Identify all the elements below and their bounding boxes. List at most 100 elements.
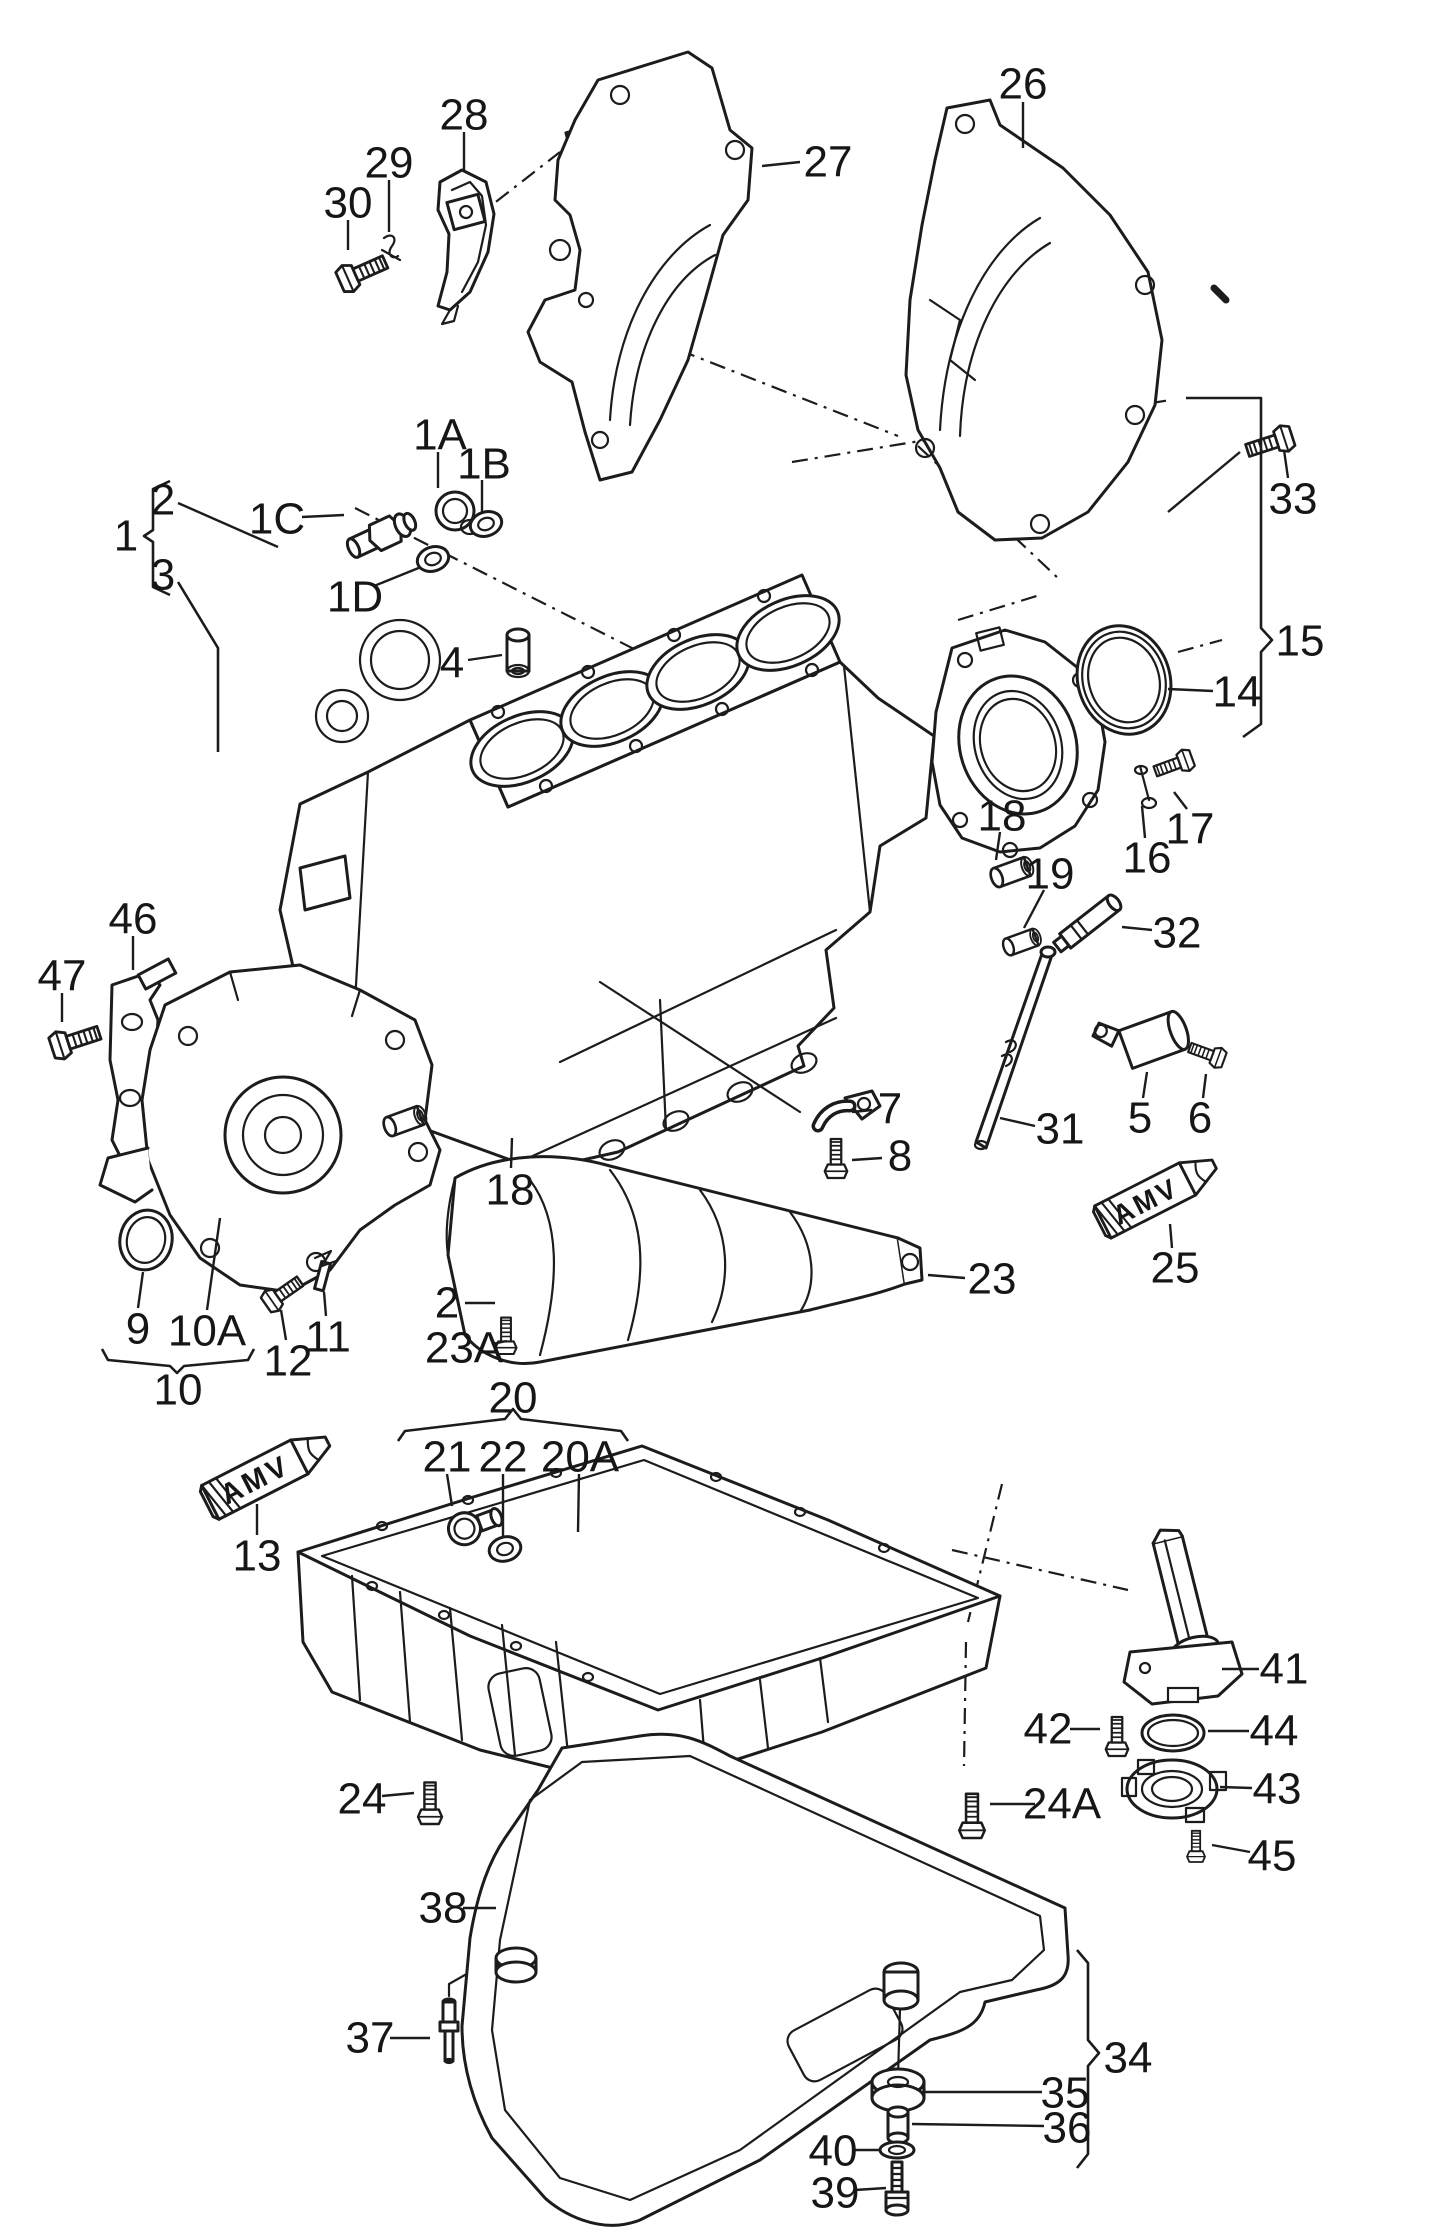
bolt-47 xyxy=(46,1017,105,1063)
leader-line-32 xyxy=(1121,925,1153,932)
leader-line-23A xyxy=(491,1339,508,1346)
bolt-8 xyxy=(823,1137,849,1180)
sensor-cover-43 xyxy=(1120,1758,1228,1824)
plug-1C xyxy=(345,511,418,559)
seal-washer-1D xyxy=(412,541,454,577)
part-label-13: 13 xyxy=(233,1532,282,1581)
part-label-10A: 10A xyxy=(168,1307,247,1356)
spacer-sleeve-36 xyxy=(886,2105,910,2145)
leader-line-17 xyxy=(1173,791,1188,810)
bolt-24 xyxy=(416,1781,444,1826)
part-label-9: 9 xyxy=(126,1305,150,1354)
screw-plug-32 xyxy=(1052,893,1123,954)
leader-line-14 xyxy=(1167,687,1214,693)
leader-line-5 xyxy=(1141,1071,1149,1099)
callout-brackets xyxy=(100,396,1274,2169)
o-ring-44 xyxy=(1140,1713,1206,1753)
part-label-21: 21 xyxy=(423,1433,472,1482)
leader-line-10A xyxy=(205,1217,222,1311)
part-label-1C: 1C xyxy=(249,495,305,544)
leader-line-9 xyxy=(136,1271,145,1309)
leader-line-20A xyxy=(576,1473,581,1533)
washer-40 xyxy=(878,2140,916,2160)
leader-line-12 xyxy=(279,1309,288,1341)
bolt-24A xyxy=(957,1792,987,1840)
part-label-46: 46 xyxy=(109,895,158,944)
part-label-10: 10 xyxy=(154,1366,203,1415)
grommet-35 xyxy=(870,2067,926,2113)
leader-line-11 xyxy=(322,1291,328,1317)
dowel-sleeve-4 xyxy=(505,627,531,679)
part-label-20: 20 xyxy=(489,1374,538,1423)
crankshaft-seal-ring-14 xyxy=(1075,624,1173,736)
sensor-5 xyxy=(1091,1009,1190,1070)
part-label-39: 39 xyxy=(811,2169,860,2218)
cylinder-block xyxy=(278,573,936,1172)
bolt-39 xyxy=(884,2160,910,2217)
rear-seal-flange-16-area xyxy=(930,626,1107,859)
stud-with-clip-11 xyxy=(313,1249,338,1293)
part-label-47: 47 xyxy=(38,952,87,1001)
part-label-44: 44 xyxy=(1250,1707,1299,1756)
head-bolt-holes xyxy=(490,588,820,794)
leader-line-31 xyxy=(999,1116,1036,1128)
part-label-8: 8 xyxy=(888,1132,912,1181)
pan-corner-grommet xyxy=(494,1946,538,1984)
part-label-1A: 1A xyxy=(413,411,467,460)
leader-line-18 xyxy=(509,1137,514,1169)
leader-line-18 xyxy=(994,831,1002,861)
leader-line-24 xyxy=(381,1791,415,1798)
part-label-24A: 24A xyxy=(1023,1780,1102,1829)
tray-mount-bush xyxy=(882,1961,920,2078)
part-label-1B: 1B xyxy=(457,440,511,489)
part-label-28: 28 xyxy=(440,91,489,140)
part-label-37: 37 xyxy=(346,2014,395,2063)
part-label-17: 17 xyxy=(1166,805,1215,854)
oil-pump-10A xyxy=(98,963,442,1294)
part-label-26: 26 xyxy=(999,60,1048,109)
part-label-23: 23 xyxy=(968,1255,1017,1304)
part-label-32: 32 xyxy=(1153,909,1202,958)
leader-line-16 xyxy=(1140,805,1147,839)
part-label-4: 4 xyxy=(440,639,464,688)
part-label-2: 2 xyxy=(435,1279,459,1328)
part-label-2: 2 xyxy=(151,476,175,525)
dowel-19 xyxy=(999,925,1045,959)
part-label-38: 38 xyxy=(419,1884,468,1933)
oil-level-sensor-41 xyxy=(1122,1528,1244,1706)
tick-mark xyxy=(1210,284,1230,304)
part-label-1: 1 xyxy=(114,512,138,561)
part-label-41: 41 xyxy=(1260,1645,1309,1694)
part-label-19: 19 xyxy=(1026,850,1075,899)
rear-sealing-plate-26 xyxy=(904,98,1164,542)
leader-line-4 xyxy=(467,653,503,662)
part-label-20A: 20A xyxy=(541,1433,620,1482)
leader-line-23 xyxy=(927,1273,966,1280)
part-label-15: 15 xyxy=(1276,617,1325,666)
clip-29 xyxy=(380,234,402,262)
leader-line-8 xyxy=(851,1156,883,1162)
oil-baffle-23 xyxy=(445,1155,924,1365)
part-label-25: 25 xyxy=(1151,1244,1200,1293)
front-sealing-plate-27 xyxy=(526,50,754,482)
part-label-30: 30 xyxy=(324,179,373,228)
part-label-24: 24 xyxy=(338,1775,387,1824)
lower-sump-tray-34 xyxy=(460,1732,1070,2227)
part-label-6: 6 xyxy=(1188,1094,1212,1143)
leader-line-27 xyxy=(761,160,801,168)
seal-ring-9 xyxy=(118,1208,174,1272)
leader-line-36 xyxy=(911,2122,1045,2128)
part-label-18: 18 xyxy=(486,1166,535,1215)
part-label-35: 35 xyxy=(1041,2069,1090,2118)
pin-16 xyxy=(1133,764,1158,810)
part-label-11: 11 xyxy=(305,1313,351,1362)
part-label-12: 12 xyxy=(264,1337,313,1386)
part-label-34: 34 xyxy=(1104,2034,1153,2083)
oil-pressure-switch-1A xyxy=(434,490,481,536)
leader-line-1D xyxy=(373,565,422,588)
part-label-1D: 1D xyxy=(327,573,383,622)
sealant-tube-25: AMV xyxy=(1092,1158,1218,1240)
part-label-27: 27 xyxy=(804,138,853,187)
